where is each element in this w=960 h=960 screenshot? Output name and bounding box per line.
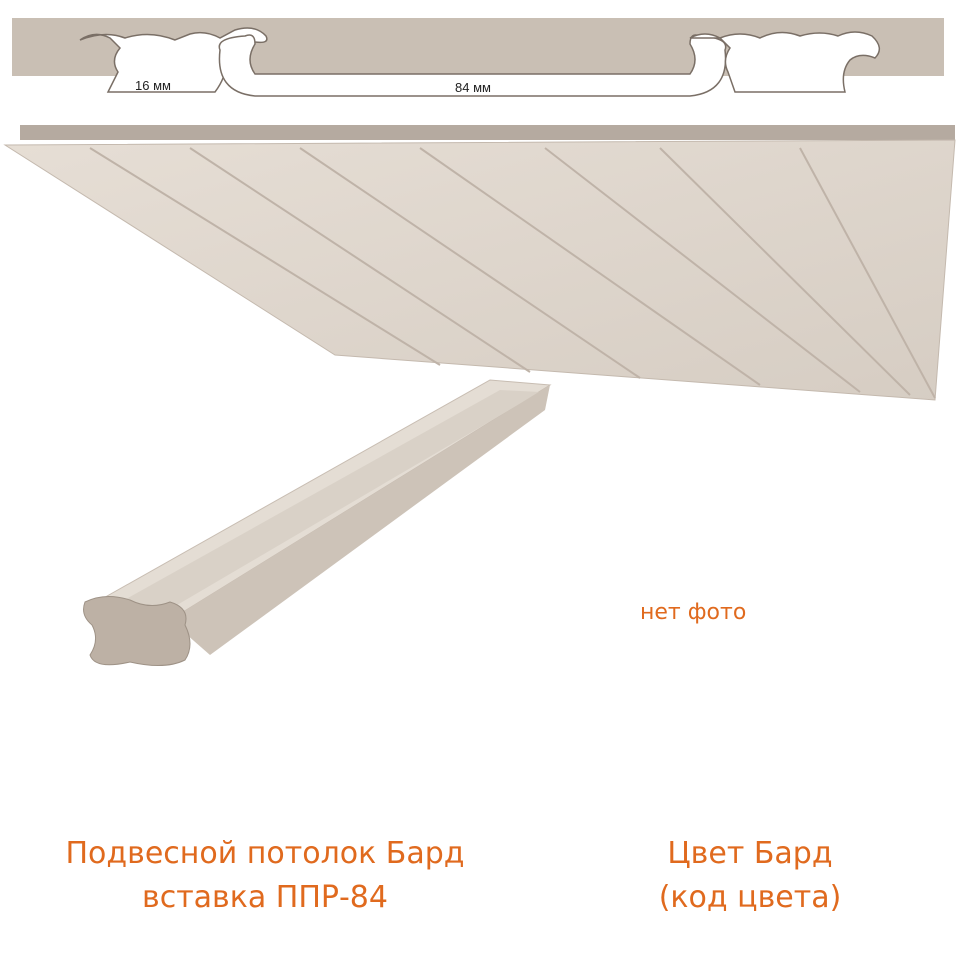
panel-grooves — [89, 147, 936, 399]
profile-right-slot — [689, 31, 881, 93]
color-line-2: (код цвета) — [658, 880, 842, 915]
insert-channel — [110, 390, 540, 615]
insert-side-face — [170, 385, 550, 655]
insert-end-cap — [83, 596, 191, 666]
profile-center-channel — [218, 34, 727, 97]
color-caption: Цвет Бард (код цвета) — [600, 832, 900, 920]
dimension-label-84: 84 мм — [455, 80, 491, 95]
dimension-label-16: 16 мм — [135, 78, 171, 93]
insert-profile-image — [83, 379, 552, 666]
panel-top-edge — [20, 125, 955, 140]
product-caption: Подвесной потолок Бард вставка ППР-84 — [0, 832, 530, 920]
ceiling-panel-image — [3, 125, 956, 401]
profile-cross-section: 16 мм 84 мм — [12, 18, 944, 97]
caption-line-1: Подвесной потолок Бард — [65, 836, 465, 871]
no-photo-label: нет фото — [640, 600, 747, 625]
caption-line-2: вставка ППР-84 — [142, 880, 388, 915]
color-line-1: Цвет Бард — [667, 836, 833, 871]
